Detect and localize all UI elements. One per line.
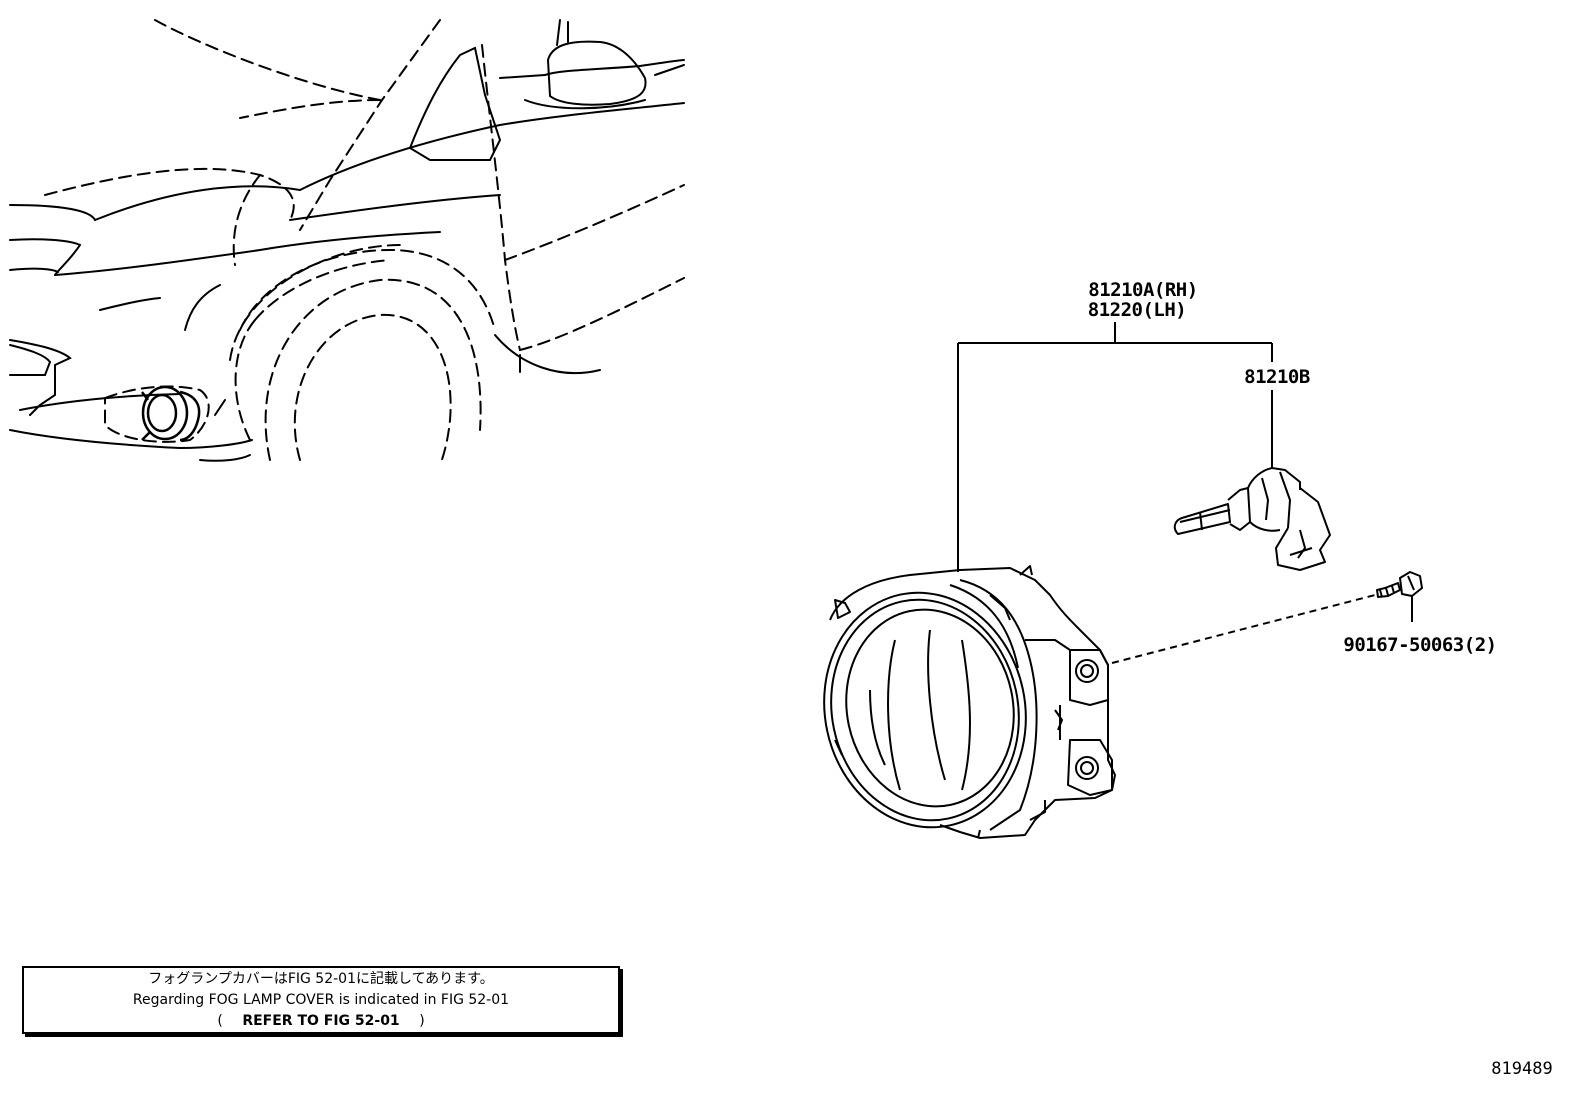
note-refer-text: REFER TO FIG 52-01	[242, 1013, 400, 1029]
note-refer: ( REFER TO FIG 52-01 )	[24, 1011, 618, 1032]
note-japanese: フォグランプカバーはFIG 52-01に記載してあります。	[148, 971, 494, 987]
note-refer-open: (	[217, 1013, 223, 1029]
car-front-outline	[44, 19, 685, 466]
car-body-lines	[9, 19, 685, 462]
fog-lamp-assembly	[823, 565, 1116, 839]
note-refer-close: )	[419, 1013, 425, 1029]
diagram-number: 819489	[1491, 1059, 1552, 1079]
note-box: フォグランプカバーはFIG 52-01に記載してあります。 Regarding …	[22, 966, 620, 1034]
label-lamp-lh: 81220(LH)	[1088, 299, 1186, 321]
leader-lines	[957, 322, 1413, 664]
label-bulb: 81210B	[1244, 366, 1310, 388]
car-fog-lamp-icon	[141, 385, 201, 442]
screw-drawing	[1376, 571, 1423, 598]
bulb-drawing	[1173, 467, 1331, 571]
label-screw: 90167-50063(2)	[1343, 634, 1496, 656]
label-lamp-rh: 81210A(RH)	[1088, 279, 1197, 301]
note-english: Regarding FOG LAMP COVER is indicated in…	[132, 992, 510, 1008]
